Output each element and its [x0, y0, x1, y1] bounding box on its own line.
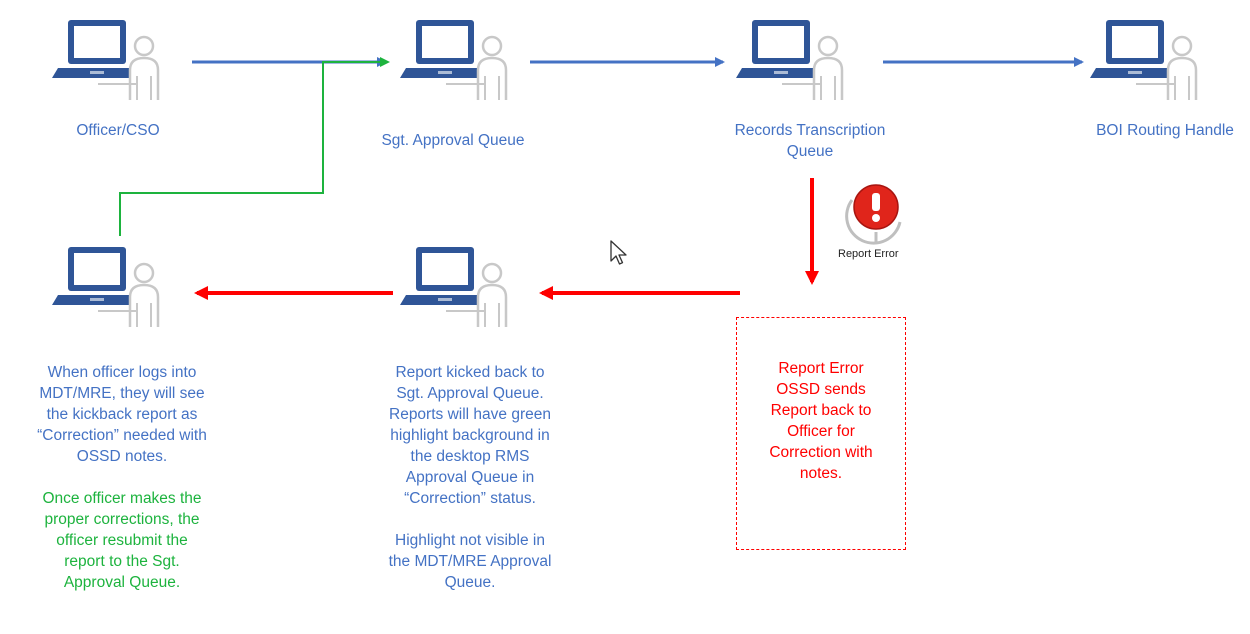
mouse-pointer-icon	[610, 240, 627, 265]
laptop-user-icon	[400, 20, 508, 100]
node-officer	[52, 16, 162, 106]
note-sgt-extra: Highlight not visible in the MDT/MRE App…	[388, 532, 552, 591]
exclamation-badge-icon	[845, 184, 902, 245]
note-officer-green: Once officer makes the proper correction…	[42, 490, 202, 591]
node-records-queue	[736, 16, 846, 106]
label-boi: BOI Routing Handle	[1096, 122, 1234, 139]
error-box-text: Report Error OSSD sends Report back to O…	[769, 360, 873, 482]
note-officer-blue: When officer logs into MDT/MRE, they wil…	[37, 364, 207, 465]
laptop-user-icon	[1090, 20, 1198, 100]
node-sgt-queue	[400, 16, 510, 106]
node-sgt-return	[400, 243, 510, 333]
laptop-user-icon	[52, 247, 160, 327]
laptop-user-icon	[736, 20, 844, 100]
label-records-queue: Records Transcription Queue	[734, 122, 886, 160]
laptop-user-icon	[52, 20, 160, 100]
label-sgt-queue: Sgt. Approval Queue	[381, 132, 525, 149]
note-sgt-main: Report kicked back to Sgt. Approval Queu…	[389, 364, 551, 507]
note-sgt: Report kicked back to Sgt. Approval Queu…	[350, 362, 590, 593]
node-boi	[1090, 16, 1200, 106]
arrow-resubmit-green	[119, 57, 390, 236]
laptop-user-icon	[400, 247, 508, 327]
label-officer: Officer/CSO	[76, 122, 160, 139]
note-officer: When officer logs into MDT/MRE, they wil…	[2, 362, 242, 593]
error-box: Report Error OSSD sends Report back to O…	[736, 317, 906, 550]
error-badge-label: Report Error	[838, 248, 899, 260]
node-officer-return	[52, 243, 162, 333]
